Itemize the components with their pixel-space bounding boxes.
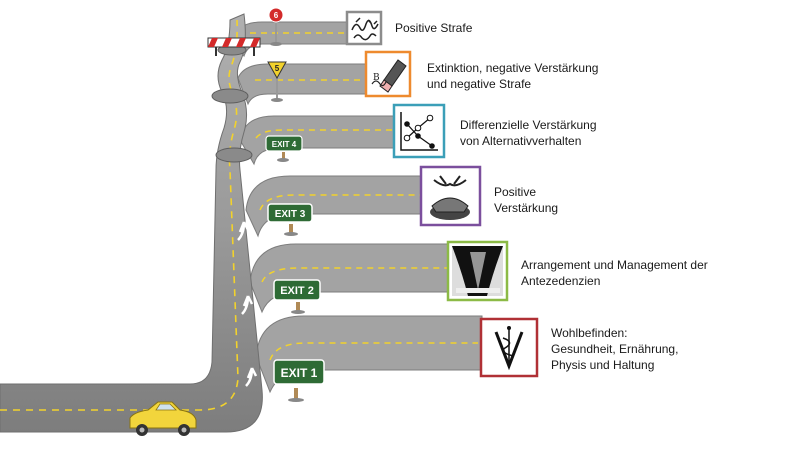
exit-sign-6-text: 6 xyxy=(274,11,279,20)
ramp-2 xyxy=(249,243,453,314)
label-line: und negative Strafe xyxy=(427,77,532,91)
scribble-icon xyxy=(345,10,383,46)
label-line: Verstärkung xyxy=(494,201,559,215)
line-graph-icon xyxy=(392,103,446,159)
food-bowl-icon xyxy=(419,165,482,227)
exit-sign-6: 6 xyxy=(268,7,284,46)
label-antezedenzien: Arrangement und Management der Antezeden… xyxy=(521,257,708,289)
exit-sign-5: 5 xyxy=(267,61,287,102)
stage-curtain-icon xyxy=(446,240,509,302)
label-line: Physis und Haltung xyxy=(551,358,655,372)
exit-sign-3-text: EXIT 3 xyxy=(275,209,306,220)
road-barrier xyxy=(207,37,261,56)
label-line: Positive Strafe xyxy=(395,21,473,35)
exit-sign-5-text: 5 xyxy=(275,64,280,73)
label-line: Wohlbefinden: xyxy=(551,326,628,340)
exit-sign-4-text: EXIT 4 xyxy=(272,140,297,149)
eraser-icon: B xyxy=(364,50,412,98)
ramp-4 xyxy=(239,115,397,166)
label-line: Extinktion, negative Verstärkung xyxy=(427,61,599,75)
exit-sign-1: EXIT 1 xyxy=(273,359,325,402)
exit-sign-4: EXIT 4 xyxy=(265,135,303,162)
exit-sign-3: EXIT 3 xyxy=(267,203,313,236)
label-line: Antezedenzien xyxy=(521,274,601,288)
caduceus-icon xyxy=(479,317,539,378)
exit-sign-2: EXIT 2 xyxy=(273,279,321,314)
label-positive-verstaerkung: Positive Verstärkung xyxy=(494,184,558,216)
label-positive-strafe: Positive Strafe xyxy=(395,20,472,36)
exit-sign-2-text: EXIT 2 xyxy=(280,285,314,297)
label-differenzielle: Differenzielle Verstärkung von Alternati… xyxy=(460,117,597,149)
label-line: Gesundheit, Ernährung, xyxy=(551,342,679,356)
ramp-5 xyxy=(237,63,371,106)
label-line: Positive xyxy=(494,185,537,199)
label-extinktion: Extinktion, negative Verstärkung und neg… xyxy=(427,60,598,92)
label-line: Differenzielle Verstärkung xyxy=(460,118,597,132)
main-road xyxy=(0,13,263,433)
exit-sign-1-text: EXIT 1 xyxy=(281,366,318,380)
svg-text:B: B xyxy=(373,73,380,83)
car-icon xyxy=(129,401,197,436)
label-line: Arrangement und Management der xyxy=(521,258,708,272)
label-wohlbefinden: Wohlbefinden: Gesundheit, Ernährung, Phy… xyxy=(551,325,678,373)
label-line: von Alternativverhalten xyxy=(460,134,582,148)
